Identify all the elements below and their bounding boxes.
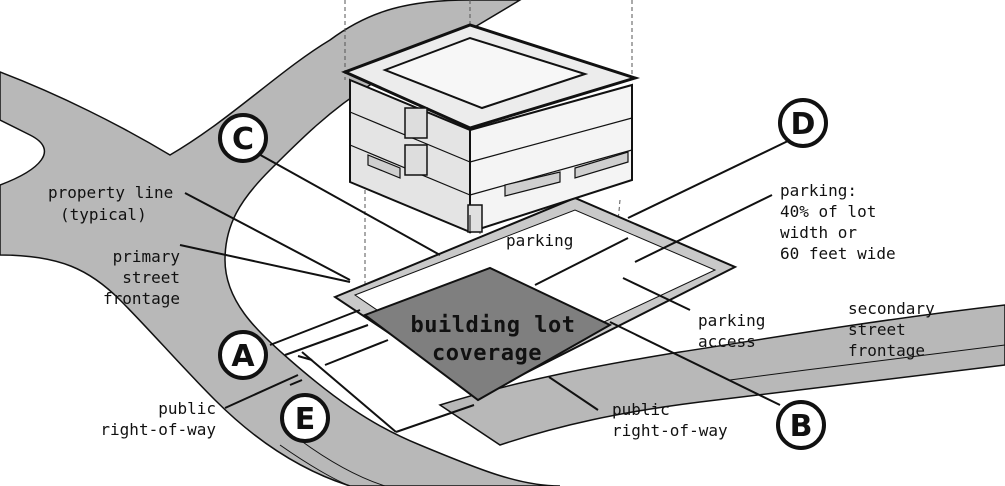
parking-rule-1: parking: bbox=[780, 181, 857, 200]
public-row-left-1: public bbox=[158, 399, 216, 418]
marker-e: E bbox=[280, 393, 330, 443]
public-row-right-2: right-of-way bbox=[612, 421, 728, 440]
primary-street-label-1: primary bbox=[113, 247, 181, 266]
public-row-left-2: right-of-way bbox=[100, 420, 216, 439]
building-coverage-label-1: building lot bbox=[411, 313, 576, 338]
primary-street bbox=[0, 0, 561, 486]
primary-street-label-2: street bbox=[122, 268, 180, 287]
secondary-street bbox=[438, 304, 1005, 446]
svg-text:C: C bbox=[232, 122, 254, 157]
public-row-right-1: public bbox=[612, 400, 670, 419]
property-line-label-2: (typical) bbox=[60, 205, 147, 224]
parking-rule-4: 60 feet wide bbox=[780, 244, 896, 263]
roof-parapet bbox=[382, 36, 589, 110]
secondary-street-label-1: secondary bbox=[848, 299, 935, 318]
secondary-street-label-3: frontage bbox=[848, 341, 925, 360]
parking-rule-3: width or bbox=[780, 223, 857, 242]
labels: property line (typical) primary street f… bbox=[48, 181, 935, 440]
marker-a: A bbox=[218, 330, 268, 380]
parking-access-label-2: access bbox=[698, 332, 756, 351]
street-lower-edge bbox=[299, 439, 386, 486]
marker-c: C bbox=[218, 113, 268, 163]
leader-lines bbox=[179, 139, 791, 433]
property-line-label-1: property line bbox=[48, 183, 173, 202]
building-coverage-label-2: coverage bbox=[432, 341, 542, 366]
parking-label: parking bbox=[506, 231, 573, 250]
street-edge-curb bbox=[729, 344, 1005, 381]
marker-d: D bbox=[778, 98, 828, 148]
svg-text:B: B bbox=[790, 409, 813, 444]
svg-text:D: D bbox=[791, 107, 816, 142]
svg-text:A: A bbox=[231, 339, 255, 374]
marker-b: B bbox=[776, 400, 826, 450]
street-lower-edge-2 bbox=[279, 444, 351, 486]
svg-text:E: E bbox=[295, 402, 316, 437]
markers: C D A E B bbox=[218, 98, 828, 450]
secondary-street-label-2: street bbox=[848, 320, 906, 339]
parking-rule-2: 40% of lot bbox=[780, 202, 876, 221]
primary-street-label-3: frontage bbox=[103, 289, 180, 308]
lot bbox=[332, 196, 738, 402]
parking-access-label-1: parking bbox=[698, 311, 765, 330]
building bbox=[341, 23, 641, 234]
building-coverage-area bbox=[362, 266, 613, 402]
